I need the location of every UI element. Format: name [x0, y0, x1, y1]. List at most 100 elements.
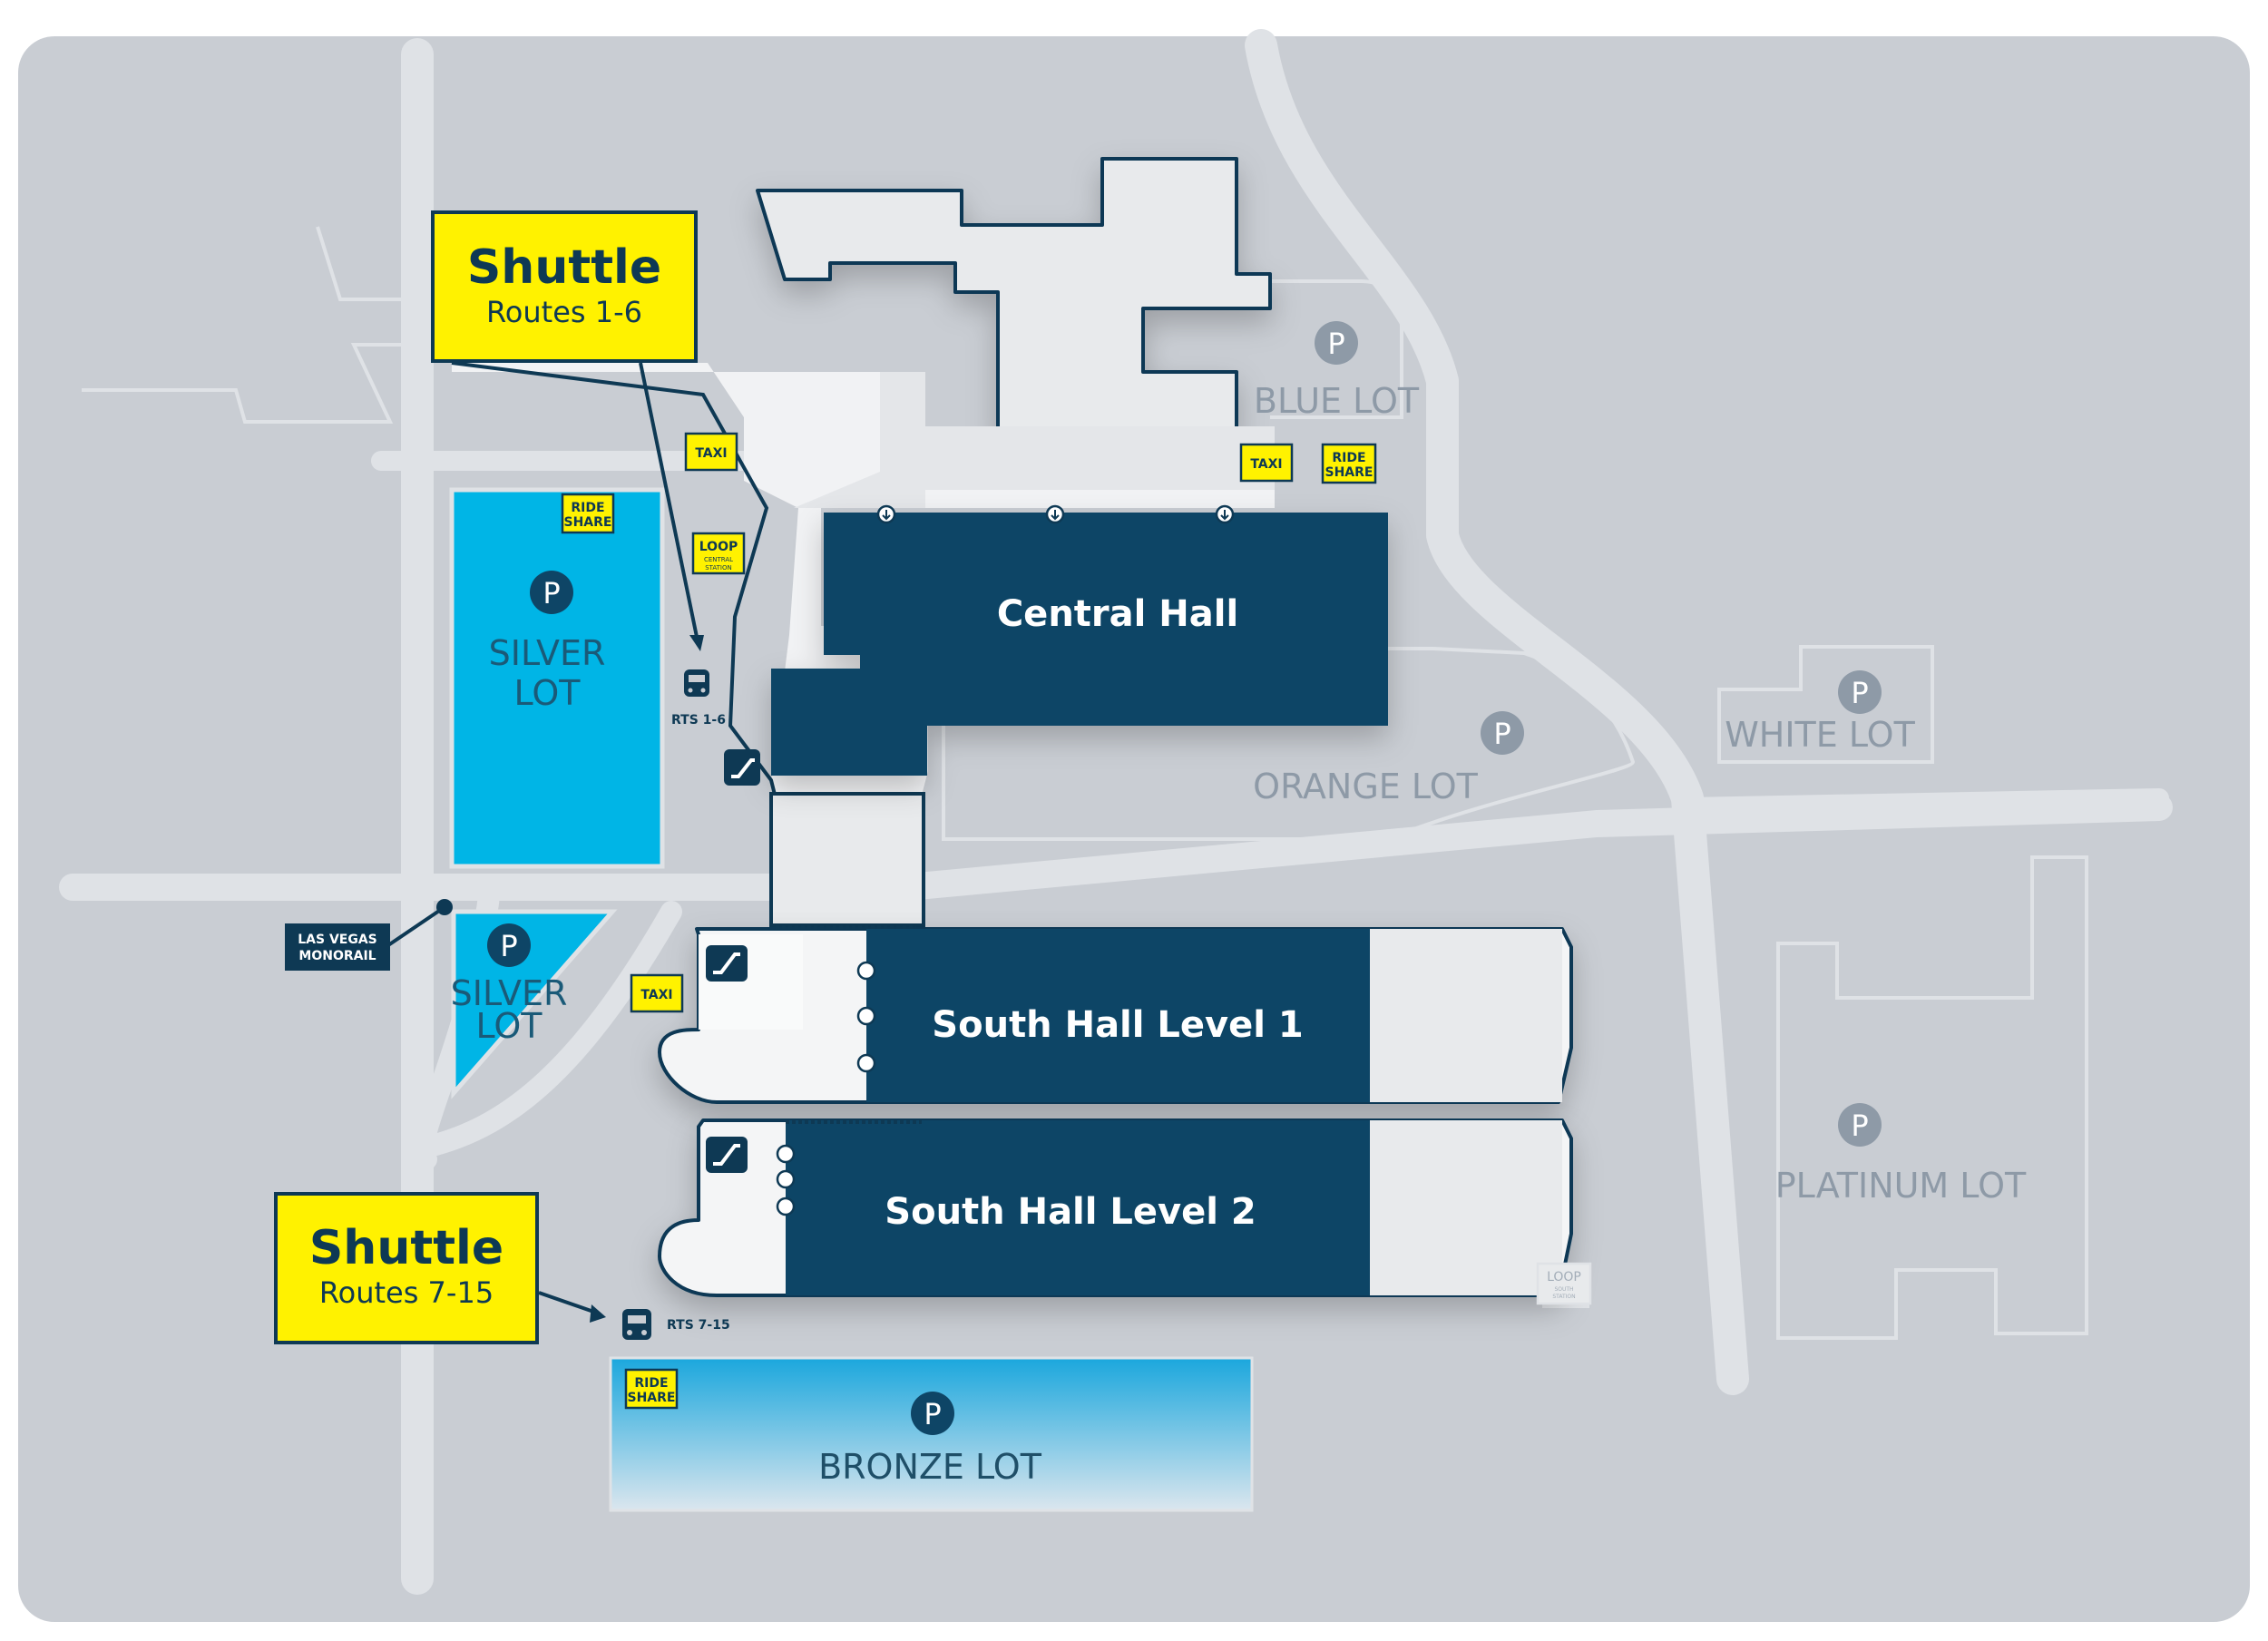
ride-share-tag-central[interactable]: RIDE SHARE [1321, 443, 1377, 484]
silver-lot-small-marker[interactable]: P SILVER LOT [451, 923, 568, 1046]
shuttle-south-arrow [538, 1291, 600, 1315]
south-hall-level-1-shape[interactable] [658, 927, 1573, 1104]
monorail-connector [386, 905, 446, 947]
orange-lot-marker[interactable]: P ORANGE LOT [1253, 711, 1524, 806]
shuttle-callout-south[interactable]: Shuttle Routes 7-15 [274, 1192, 539, 1344]
parking-symbol: P [1327, 327, 1344, 361]
bus-stop-north[interactable]: RTS 1-6 [671, 669, 726, 728]
ride-share-line1: RIDE [1332, 451, 1365, 465]
monorail-station-dot [436, 899, 453, 915]
loop-label: LOOP [699, 540, 738, 554]
map-background [18, 36, 2250, 1622]
arrow-head-icon [689, 635, 704, 651]
bronze-lot-marker[interactable]: P BRONZE LOT [818, 1392, 1042, 1487]
loop-south-station-tag[interactable]: LOOP SOUTH STATION [1536, 1262, 1592, 1305]
entrance-arrow-icon [856, 1053, 876, 1073]
silver-lot-label-line2: LOT [514, 673, 582, 713]
central-hall-shape[interactable] [771, 513, 1388, 776]
loop-central-station-tag[interactable]: LOOP CENTRAL STATION [691, 532, 746, 575]
bus-icon [622, 1309, 651, 1340]
loop-label: LOOP [1547, 1270, 1581, 1284]
entrance-arrow-icon [776, 1144, 796, 1164]
south-hall-level-2-shape[interactable] [658, 1118, 1573, 1297]
loop-south-line1: SOUTH [1554, 1286, 1573, 1293]
north-buildings [756, 157, 1272, 437]
parking-symbol: P [500, 929, 517, 963]
ride-share-tag-silver[interactable]: RIDE SHARE [561, 493, 615, 534]
entrance-arrow-icon [776, 1197, 796, 1216]
parking-icon [911, 1392, 954, 1435]
ride-share-line1: RIDE [634, 1376, 668, 1391]
entrance-arrow-icon [856, 961, 876, 981]
monorail-label-box[interactable]: LAS VEGAS MONORAIL [285, 923, 390, 971]
shuttle-south-title: Shuttle [309, 1221, 503, 1275]
silver-lot-marker[interactable]: P SILVER LOT [489, 571, 606, 713]
central-hall-label: Central Hall [997, 593, 1238, 635]
parking-symbol: P [1851, 1109, 1868, 1143]
entrance-arrow-icon [856, 1006, 876, 1026]
monorail-line1: LAS VEGAS [298, 933, 377, 947]
blue-lot-label: BLUE LOT [1254, 381, 1420, 421]
ride-share-tag-bronze[interactable]: RIDE SHARE [624, 1368, 679, 1410]
parking-icon [1838, 1103, 1882, 1147]
silver-lot-area[interactable] [449, 487, 665, 869]
taxi-tag-central[interactable]: TAXI [1239, 443, 1294, 483]
bronze-lot-label: BRONZE LOT [818, 1447, 1042, 1487]
white-lot-marker[interactable]: P WHITE LOT [1725, 670, 1916, 755]
parking-symbol: P [1493, 717, 1510, 751]
monorail-line2: MONORAIL [298, 949, 376, 963]
ride-share-line2: SHARE [1325, 465, 1374, 480]
hall-connector [769, 792, 925, 927]
bus-stop-south[interactable]: RTS 7-15 [622, 1309, 730, 1340]
escalator-icon [724, 749, 760, 786]
escalator-icon [706, 1137, 748, 1173]
north-walkway [451, 361, 777, 799]
parking-symbol: P [924, 1397, 941, 1431]
central-hall-entrance-arrows [882, 510, 1229, 521]
parking-symbol: P [1851, 676, 1868, 710]
taxi-tag-north[interactable]: TAXI [684, 432, 738, 472]
parking-icon [1481, 711, 1524, 755]
loop-south-line2: STATION [1552, 1294, 1575, 1300]
arrow-head-icon [590, 1304, 606, 1323]
bus-icon [684, 669, 709, 697]
parking-icon [1315, 321, 1358, 365]
shuttle-callout-north[interactable]: Shuttle Routes 1-6 [431, 210, 698, 363]
shuttle-north-routes: Routes 1-6 [486, 295, 642, 329]
plaza-inner [794, 372, 1275, 508]
south-hall-1-entrances [856, 961, 876, 1073]
south-hall-2-entrances [776, 1144, 796, 1216]
taxi-tag-label: TAXI [1250, 457, 1282, 472]
platinum-lot-label: PLATINUM LOT [1775, 1166, 2027, 1206]
shuttle-south-routes: Routes 7-15 [319, 1275, 494, 1310]
loop-central-line2: STATION [705, 564, 732, 571]
ride-share-line2: SHARE [564, 515, 612, 530]
bus-stop-south-label: RTS 7-15 [667, 1318, 730, 1333]
parking-symbol: P [543, 576, 560, 610]
silver-lot-small-label-line1: SILVER [451, 973, 568, 1013]
loop-central-line1: CENTRAL [704, 556, 733, 563]
parking-icon [1838, 670, 1882, 714]
white-lot-label: WHITE LOT [1725, 715, 1915, 755]
ride-share-line1: RIDE [571, 501, 604, 515]
entrance-arrow-icon [776, 1169, 796, 1189]
platinum-lot-marker[interactable]: P PLATINUM LOT [1775, 1103, 2027, 1206]
taxi-tag-label: TAXI [640, 988, 672, 1002]
escalator-icon [706, 945, 748, 982]
parking-icon [530, 571, 573, 614]
ride-share-line2: SHARE [628, 1391, 676, 1405]
south-hall-level-2-label: South Hall Level 2 [885, 1191, 1256, 1233]
silver-lot-label-line1: SILVER [489, 633, 606, 673]
parking-icon [487, 923, 531, 967]
shuttle-north-title: Shuttle [467, 240, 661, 295]
shuttle-north-arrow [639, 362, 699, 638]
orange-lot-label: ORANGE LOT [1253, 767, 1478, 806]
silver-lot-small-label-line2: LOT [476, 1006, 543, 1046]
taxi-tag-label: TAXI [695, 446, 727, 461]
blue-lot-marker[interactable]: P BLUE LOT [1254, 321, 1420, 421]
taxi-tag-south[interactable]: TAXI [630, 973, 684, 1013]
faint-outlines [82, 226, 2088, 1340]
south-hall-level-1-label: South Hall Level 1 [932, 1004, 1303, 1046]
bus-stop-north-label: RTS 1-6 [671, 713, 726, 728]
